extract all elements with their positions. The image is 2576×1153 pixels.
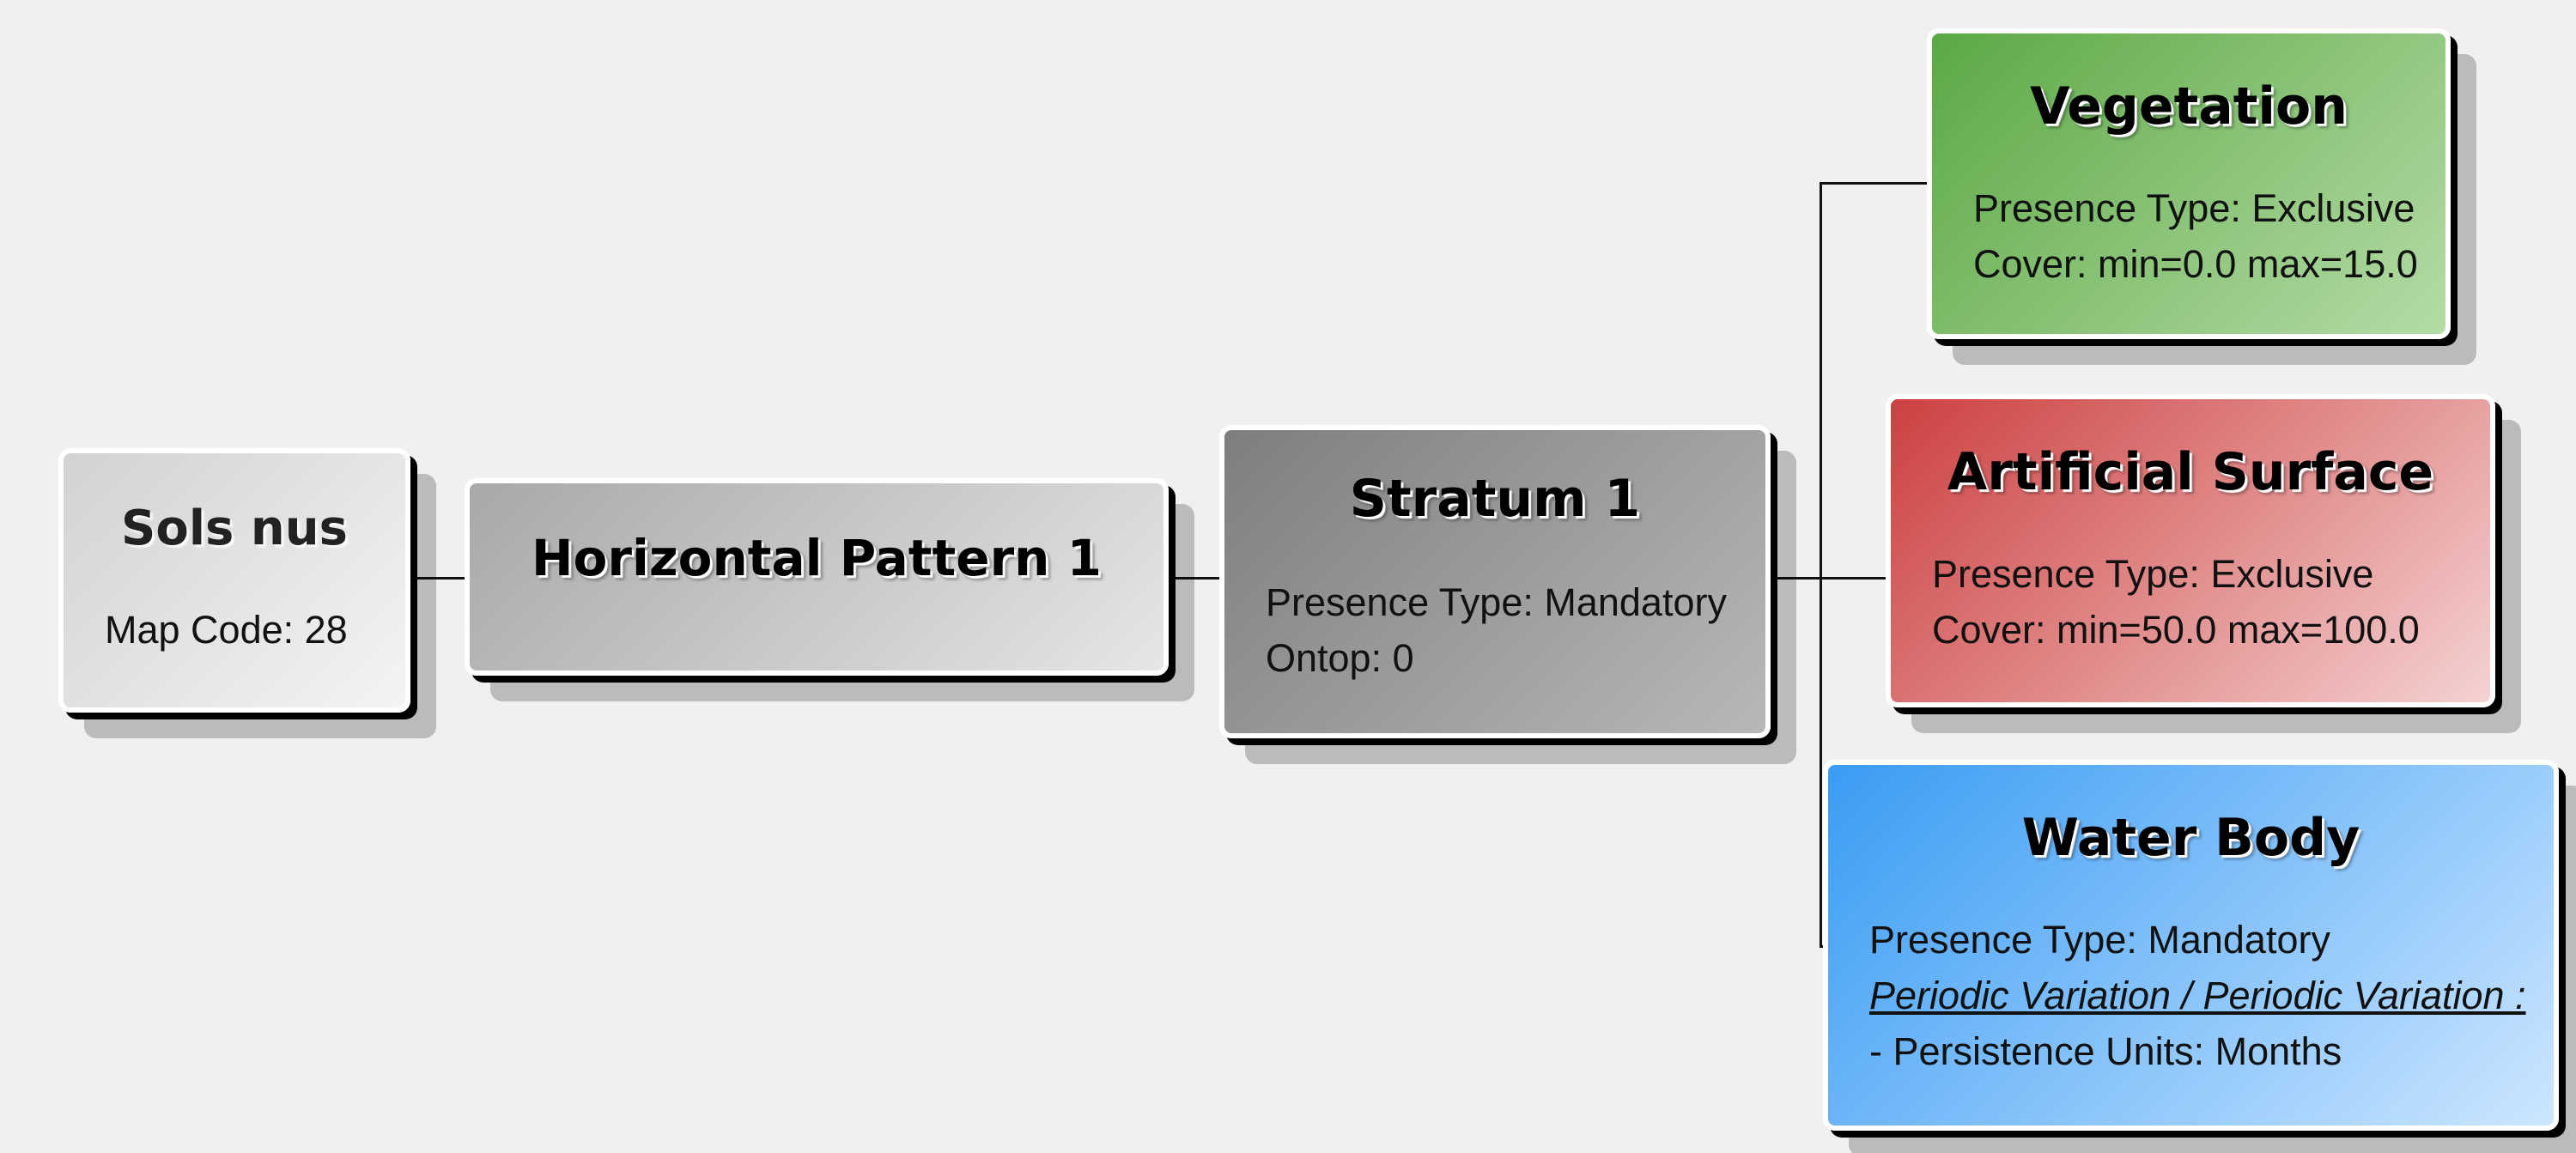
node-ontop: Ontop: 0 <box>1266 636 1414 680</box>
node-cover: Cover: min=0.0 max=15.0 <box>1973 242 2418 286</box>
node-periodic-variation: Periodic Variation / Periodic Variation … <box>1869 974 2526 1017</box>
node-presence-type: Presence Type: Exclusive <box>1973 186 2415 230</box>
connector-sols-hp <box>410 577 465 580</box>
node-title: Artificial Surface <box>1947 442 2434 502</box>
node-persistence-units: - Persistence Units: Months <box>1869 1029 2342 1073</box>
node-artificial-surface[interactable]: Artificial Surface Presence Type: Exclus… <box>1886 394 2495 707</box>
node-water-body[interactable]: Water Body Presence Type: Mandatory Peri… <box>1823 760 2559 1131</box>
node-title: Vegetation <box>2030 76 2348 137</box>
node-horizontal-pattern[interactable]: Horizontal Pattern 1 <box>465 478 1169 676</box>
node-sols-nus[interactable]: Sols nus Map Code: 28 <box>58 448 410 713</box>
connector-hp-stratum <box>1169 577 1219 580</box>
node-title: Sols nus <box>121 501 348 556</box>
node-stratum[interactable]: Stratum 1 Presence Type: Mandatory Ontop… <box>1219 425 1771 738</box>
node-presence-type: Presence Type: Mandatory <box>1266 580 1727 624</box>
node-vegetation[interactable]: Vegetation Presence Type: Exclusive Cove… <box>1927 28 2451 339</box>
node-title: Horizontal Pattern 1 <box>531 529 1103 587</box>
connector-branch-water <box>1820 945 1825 948</box>
node-cover: Cover: min=50.0 max=100.0 <box>1932 608 2420 652</box>
node-presence-type: Presence Type: Mandatory <box>1869 918 2330 962</box>
connector-branch-vegetation <box>1820 182 1927 185</box>
connector-stratum-branch <box>1771 577 1822 580</box>
node-presence-type: Presence Type: Exclusive <box>1932 552 2374 596</box>
connector-branch-artificial <box>1820 577 1886 580</box>
node-map-code: Map Code: 28 <box>105 608 348 652</box>
node-title: Water Body <box>2021 808 2360 868</box>
connector-branch-vertical <box>1820 182 1822 948</box>
node-title: Stratum 1 <box>1349 469 1641 529</box>
